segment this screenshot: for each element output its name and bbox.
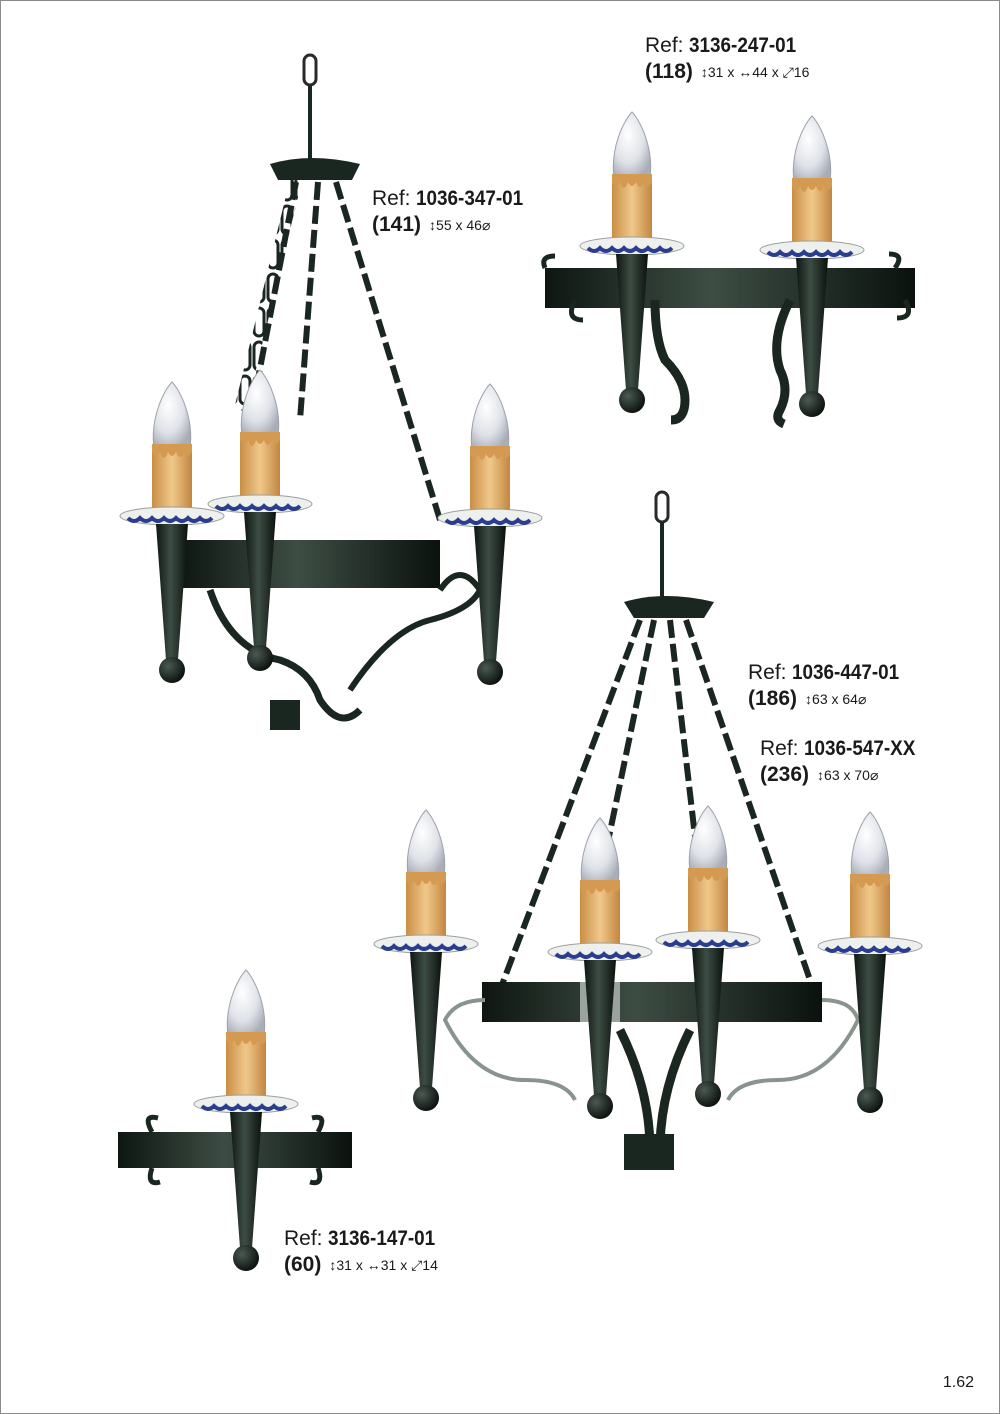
height-arrow-icon: ↕ [700,64,708,80]
dimensions: ↕63 x 70⌀ [817,767,879,783]
depth-arrow-icon: ⤢ [411,1257,423,1273]
product-caption-3136-147-01: Ref: 3136-147-01 (60) ↕31 x ↔31 x ⤢14 [284,1226,447,1278]
height-arrow-icon: ↕ [805,691,813,707]
dimensions: ↕31 x ↔44 x ⤢16 [700,64,810,80]
ref-label: Ref: [748,661,787,684]
ref-label: Ref: [284,1227,323,1250]
dimensions: ↕55 x 46⌀ [429,217,491,233]
price: (186) [748,687,798,710]
ref-label: Ref: [645,34,684,57]
diameter-icon: ⌀ [869,767,879,783]
height-arrow-icon: ↕ [329,1257,337,1273]
product-caption-1036-347-01: Ref: 1036-347-01 (141) ↕55 x 46⌀ [372,186,535,238]
wall-lamp-2-light [541,110,915,429]
chandelier-4-light [372,490,924,1170]
ref-code: 1036-447-01 [792,661,900,684]
ref-code: 3136-247-01 [689,34,797,57]
product-caption-1036-547-XX: Ref: 1036-547-XX (236) ↕63 x 70⌀ [760,736,928,788]
price: (141) [372,213,422,236]
diameter-icon: ⌀ [857,691,867,707]
height-arrow-icon: ↕ [429,217,437,233]
height-arrow-icon: ↕ [817,767,825,783]
diameter-icon: ⌀ [481,217,491,233]
product-caption-3136-247-01: Ref: 3136-247-01 (118) ↕31 x ↔44 x ⤢16 [645,33,809,85]
ref-code: 3136-147-01 [328,1227,436,1250]
price: (118) [645,60,693,83]
price: (236) [760,763,810,786]
wall-lamp-1-light [118,968,352,1273]
ref-code: 1036-347-01 [416,187,524,210]
depth-arrow-icon: ⤢ [782,64,794,80]
ref-label: Ref: [760,737,799,760]
product-caption-1036-447-01: Ref: 1036-447-01 (186) ↕63 x 64⌀ [748,660,911,712]
page-number: 1.62 [942,1374,974,1391]
width-arrow-icon: ↔ [366,1257,381,1273]
dimensions: ↕63 x 64⌀ [805,691,867,707]
price: (60) [284,1253,322,1276]
width-arrow-icon: ↔ [738,64,753,80]
dimensions: ↕31 x ↔31 x ⤢14 [329,1257,438,1273]
ref-label: Ref: [372,187,411,210]
ref-code: 1036-547-XX [804,737,916,760]
chandelier-3-light [118,53,544,730]
